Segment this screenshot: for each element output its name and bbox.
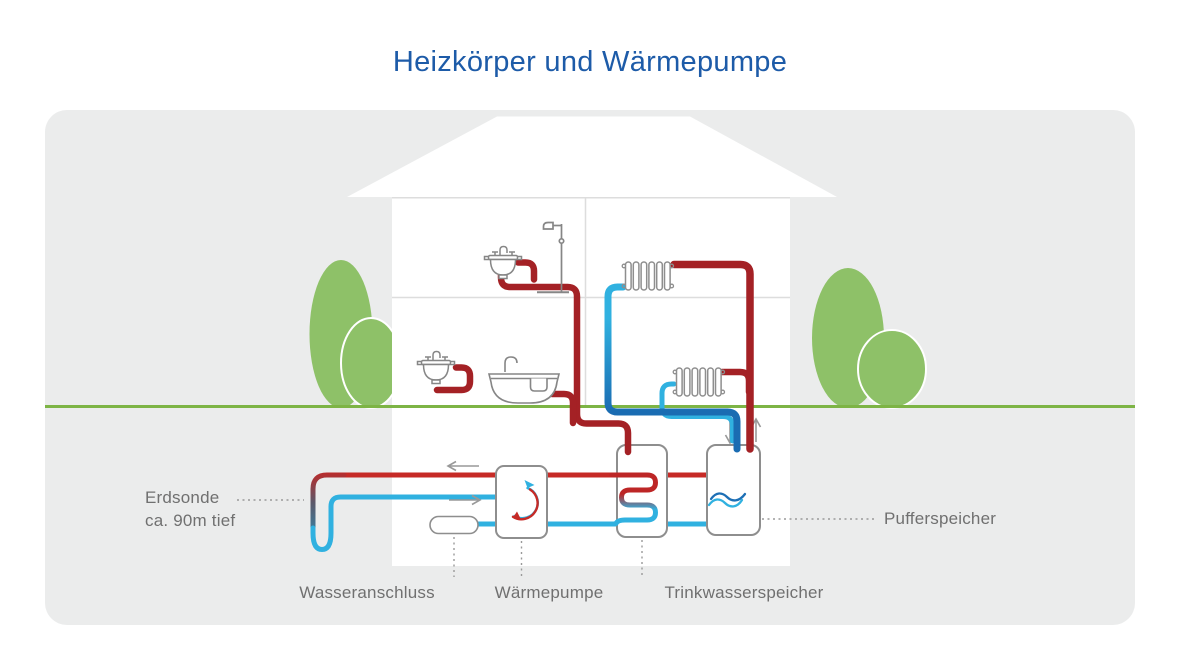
wasseranschluss-label: Wasseranschluss: [299, 583, 435, 602]
upper-basin-stub: [514, 259, 538, 283]
erdsonde-label-line1: Erdsonde: [145, 488, 220, 507]
arrow-right-icon: [449, 494, 482, 506]
tree-group-right: [812, 268, 927, 409]
leader-lines: [237, 499, 876, 577]
heat-exchanger-coil-icon: [609, 472, 659, 526]
bathtub-icon: [487, 356, 561, 404]
tree-group-left: [309, 260, 402, 409]
refrigerant-cycle-icon: [511, 480, 539, 521]
water-waves-icon: [707, 492, 747, 508]
roof: [347, 116, 837, 197]
erdsonde-label: Erdsonde ca. 90m tief: [145, 486, 235, 532]
radiator-return-main-pipe: [604, 283, 741, 453]
trinkwasserspeicher-label: Trinkwasserspeicher: [664, 583, 824, 602]
radiator-supply-trunk-pipe: [670, 260, 754, 453]
hot-water-riser-pipe: [497, 265, 632, 456]
lower-basin-stub: [433, 364, 474, 394]
erdsonde-label-line2: ca. 90m tief: [145, 511, 236, 530]
earth-probe-return-pipe: [310, 494, 499, 553]
bathtub-supply-stub: [548, 390, 577, 427]
pufferspeicher-label: Pufferspeicher: [884, 509, 997, 528]
floor-lines: [392, 196, 790, 406]
water-connection-box: [429, 515, 479, 535]
arrow-left-icon: [446, 460, 479, 472]
heat-pump-box: [495, 465, 548, 539]
page-title: Heizkörper und Wärmepumpe: [392, 46, 788, 78]
tree-small: [857, 329, 927, 409]
earth-probe-descent-pipe: [310, 472, 347, 534]
waermepumpe-label: Wärmepumpe: [494, 583, 604, 602]
shower-icon: [537, 221, 569, 294]
buffer-tank-box: [706, 444, 761, 536]
